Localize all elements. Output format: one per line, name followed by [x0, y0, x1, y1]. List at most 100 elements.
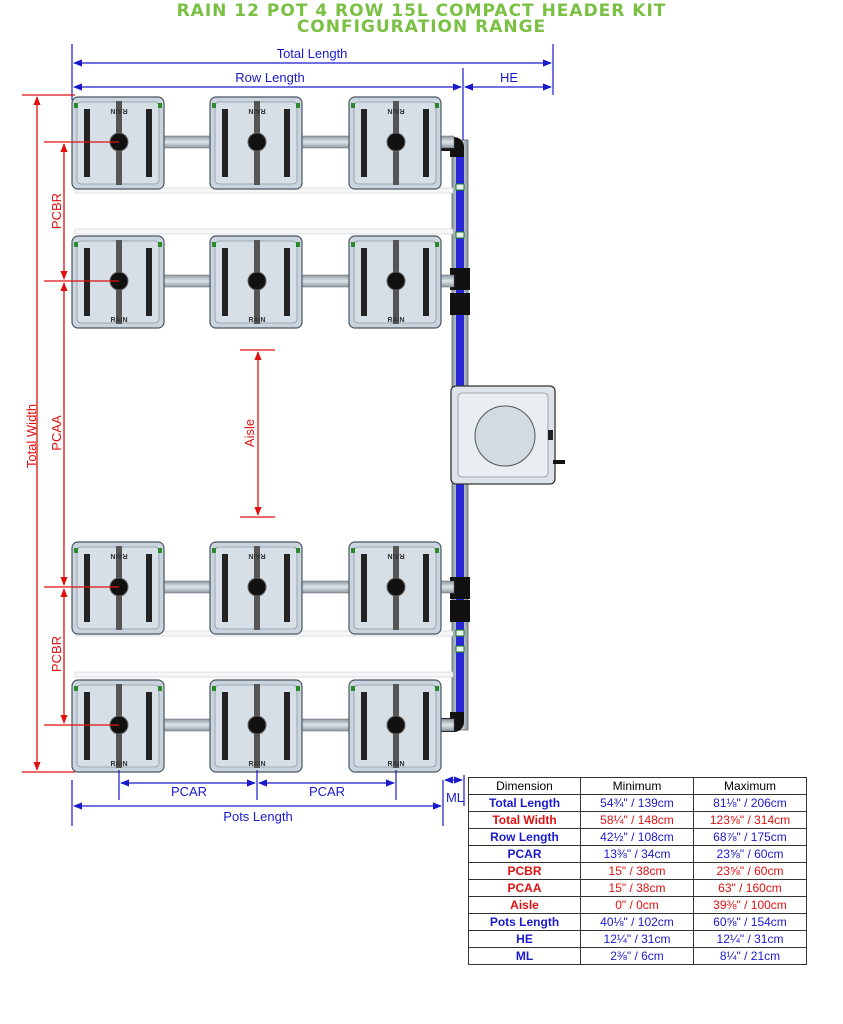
pot-marker	[351, 548, 355, 553]
pot-brand-text: RAIN	[110, 761, 127, 768]
pipe-fitting	[450, 577, 470, 599]
pot-drain	[247, 132, 267, 152]
pot: RAIN	[348, 235, 442, 329]
table-cell-name: PCBR	[468, 862, 581, 880]
pot-clip	[423, 554, 429, 622]
pot: RAIN	[209, 96, 303, 190]
table-header-cell: Dimension	[468, 777, 581, 795]
pcaa-label: PCAA	[49, 415, 64, 451]
pot-marker	[158, 686, 162, 691]
pot-brand-text: RAIN	[248, 317, 265, 324]
pot-marker	[212, 242, 216, 247]
table-header-cell: Minimum	[580, 777, 694, 795]
pcar-right-label: PCAR	[309, 784, 345, 799]
table-cell-max: 123⅝" / 314cm	[693, 811, 807, 829]
pot-drain	[386, 577, 406, 597]
row-length-label: Row Length	[235, 70, 304, 85]
pipe-fitting	[450, 293, 470, 315]
reservoir-opening	[474, 405, 536, 467]
pot-clip	[146, 248, 152, 316]
pcbr-top-label: PCBR	[49, 193, 64, 229]
pot-clip	[84, 554, 90, 622]
pot-grid: RAIN RAIN RAIN RAIN RAIN RAIN RAIN RAIN RAIN RAIN…	[71, 96, 442, 773]
table-cell-name: Aisle	[468, 896, 581, 914]
table-cell-min: 15" / 38cm	[580, 862, 694, 880]
pipe-fitting	[450, 600, 470, 622]
table-cell-max: 8¼" / 21cm	[693, 947, 807, 965]
table-cell-max: 68⅞" / 175cm	[693, 828, 807, 846]
pot-clip	[284, 554, 290, 622]
pipe-fitting	[450, 268, 470, 290]
pot-brand-text: RAIN	[387, 317, 404, 324]
pot-clip	[361, 109, 367, 177]
pot-drain	[386, 132, 406, 152]
pot-brand-text: RAIN	[387, 761, 404, 768]
table-cell-max: 63" / 160cm	[693, 879, 807, 897]
reservoir-outlet	[553, 460, 565, 464]
pcar-left-label: PCAR	[171, 784, 207, 799]
pot-drain	[247, 715, 267, 735]
pipe-clip	[455, 645, 465, 653]
pot: RAIN	[71, 96, 165, 190]
pot: RAIN	[348, 96, 442, 190]
pot-marker	[158, 103, 162, 108]
pot: RAIN	[209, 679, 303, 773]
table-cell-max: 12¼" / 31cm	[693, 930, 807, 948]
pot-marker	[296, 242, 300, 247]
table-cell-name: PCAR	[468, 845, 581, 863]
table-cell-min: 2⅜" / 6cm	[580, 947, 694, 965]
pot-marker	[212, 103, 216, 108]
table-cell-min: 0" / 0cm	[580, 896, 694, 914]
pot-clip	[146, 109, 152, 177]
table-cell-min: 58¼" / 148cm	[580, 811, 694, 829]
pot-marker	[74, 103, 78, 108]
total-length-label: Total Length	[277, 46, 348, 61]
table-cell-max: 23⅝" / 60cm	[693, 845, 807, 863]
pot-clip	[423, 692, 429, 760]
pot-drain	[386, 715, 406, 735]
pot-drain	[247, 271, 267, 291]
pots-length-label: Pots Length	[223, 809, 292, 824]
aisle-label: Aisle	[242, 419, 257, 447]
pot-clip	[284, 248, 290, 316]
pipe-clip	[455, 231, 465, 239]
table-cell-name: Pots Length	[468, 913, 581, 931]
pot-marker	[158, 242, 162, 247]
pot-marker	[435, 103, 439, 108]
pot-brand-text: RAIN	[387, 552, 404, 559]
pot: RAIN	[71, 541, 165, 635]
pot-brand-text: RAIN	[387, 107, 404, 114]
he-label: HE	[500, 70, 518, 85]
pot-marker	[296, 686, 300, 691]
reservoir-valve	[548, 430, 553, 440]
pipe-clip	[455, 629, 465, 637]
table-cell-max: 81⅛" / 206cm	[693, 794, 807, 812]
pot: RAIN	[71, 679, 165, 773]
pot: RAIN	[348, 541, 442, 635]
table-cell-min: 40⅛" / 102cm	[580, 913, 694, 931]
table-cell-max: 60⅝" / 154cm	[693, 913, 807, 931]
pot-marker	[435, 242, 439, 247]
diagram-title: RAIN 12 POT 4 ROW 15L COMPACT HEADER KIT	[176, 1, 667, 21]
ml-label: ML	[446, 790, 464, 805]
table-cell-name: Total Width	[468, 811, 581, 829]
table-cell-max: 39⅜" / 100cm	[693, 896, 807, 914]
pot-clip	[361, 554, 367, 622]
diagram-subtitle: CONFIGURATION RANGE	[296, 17, 547, 37]
table-cell-name: ML	[468, 947, 581, 965]
pot-clip	[84, 248, 90, 316]
pot-clip	[361, 248, 367, 316]
pot-clip	[222, 692, 228, 760]
pcbr-bottom-label: PCBR	[49, 636, 64, 672]
pipe-clip	[455, 183, 465, 191]
pot-drain	[386, 271, 406, 291]
pot-marker	[74, 242, 78, 247]
pot-marker	[296, 548, 300, 553]
pot-clip	[361, 692, 367, 760]
pot-brand-text: RAIN	[248, 761, 265, 768]
pot-clip	[423, 248, 429, 316]
